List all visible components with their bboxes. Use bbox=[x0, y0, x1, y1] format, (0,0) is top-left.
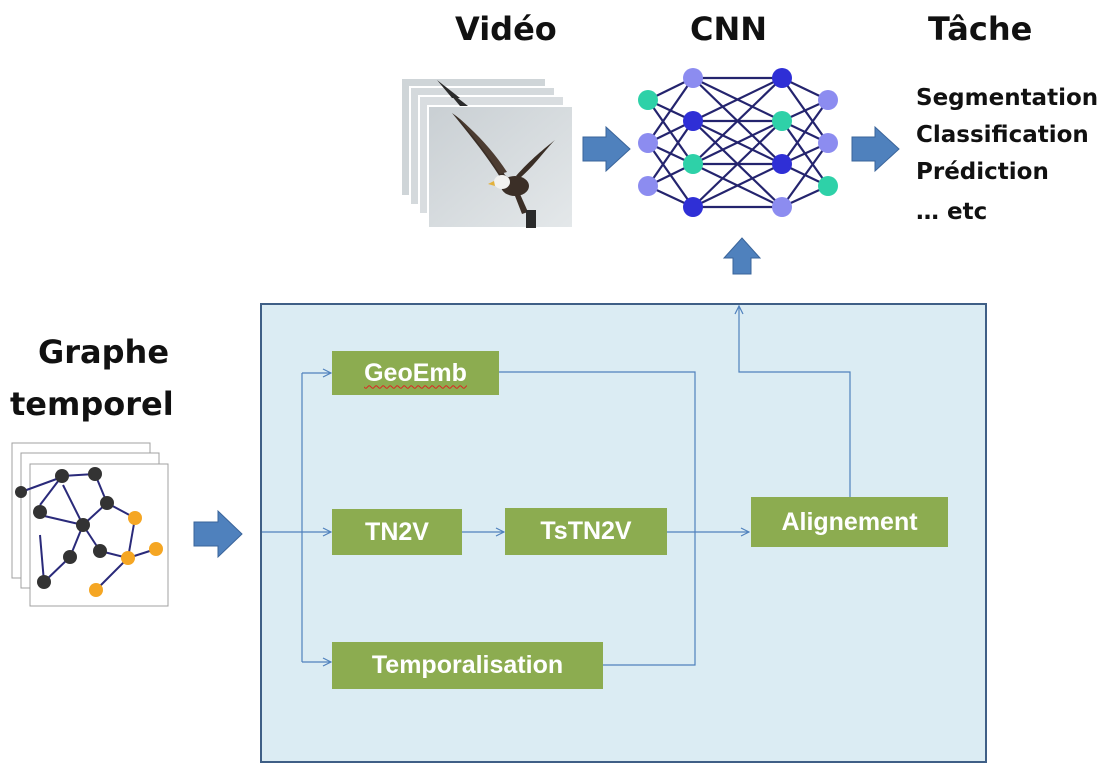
graph-title-line1: Graphe bbox=[38, 333, 170, 371]
arrow-video-to-cnn bbox=[582, 125, 631, 173]
task-prediction: Prédiction bbox=[916, 159, 1049, 185]
module-tn2v-label: TN2V bbox=[365, 517, 429, 546]
video-frames-image bbox=[400, 77, 574, 229]
module-geoemb-label: GeoEmb bbox=[364, 358, 467, 387]
module-temporalisation: Temporalisation bbox=[332, 642, 603, 689]
module-geoemb: GeoEmb bbox=[332, 351, 499, 395]
arrow-graph-to-panel bbox=[193, 509, 243, 559]
task-etc: … etc bbox=[916, 199, 988, 225]
cnn-nodes bbox=[638, 68, 838, 217]
arrow-up-to-cnn bbox=[722, 237, 762, 275]
module-tstn2v: TsTN2V bbox=[505, 508, 667, 555]
graph-title-line2: temporel bbox=[10, 385, 174, 423]
connector-lines bbox=[262, 306, 851, 665]
temporal-graph-image bbox=[11, 442, 169, 607]
task-classification: Classification bbox=[916, 122, 1089, 148]
module-tn2v: TN2V bbox=[332, 509, 462, 555]
module-temporalisation-label: Temporalisation bbox=[371, 651, 564, 679]
cnn-network bbox=[647, 76, 829, 209]
eagle-image bbox=[452, 113, 555, 228]
video-header: Vidéo bbox=[455, 10, 557, 48]
task-segmentation: Segmentation bbox=[916, 85, 1099, 111]
cnn-header: CNN bbox=[690, 10, 768, 48]
module-alignement: Alignement bbox=[751, 497, 948, 547]
task-header: Tâche bbox=[928, 10, 1033, 48]
module-tstn2v-label: TsTN2V bbox=[540, 517, 632, 545]
module-alignement-label: Alignement bbox=[781, 507, 918, 536]
arrow-cnn-to-task bbox=[851, 125, 900, 173]
